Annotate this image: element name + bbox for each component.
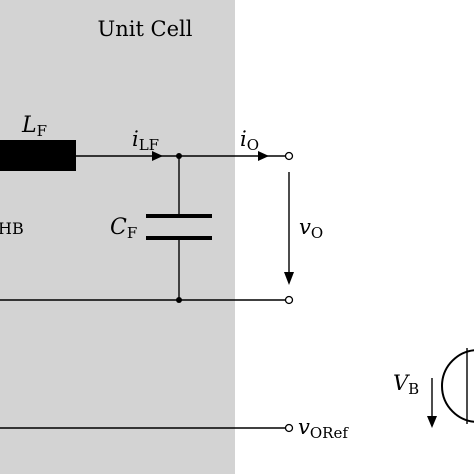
reference-terminal xyxy=(284,423,294,433)
reference-voltage-label: vORef xyxy=(298,415,349,442)
bias-voltage-source-icon xyxy=(441,349,474,423)
partial-hb-label: HB xyxy=(0,219,24,238)
output-voltage-arrowhead xyxy=(284,272,294,285)
output-voltage-label: vO xyxy=(299,215,323,242)
inductor-current-label: iLF xyxy=(132,127,159,154)
inductor-current-arrow xyxy=(152,151,163,161)
bias-voltage-arrowhead xyxy=(427,416,437,428)
inductor-lf xyxy=(0,140,76,171)
unit-cell-title: Unit Cell xyxy=(98,17,193,41)
output-current-label: iO xyxy=(240,127,259,154)
bias-voltage-label: VB xyxy=(393,371,419,398)
output-terminal-top xyxy=(284,151,294,161)
capacitor-label: CF xyxy=(110,215,137,242)
inductor-label: LF xyxy=(21,113,47,140)
output-terminal-bottom xyxy=(284,295,294,305)
output-current-arrow xyxy=(258,151,269,161)
